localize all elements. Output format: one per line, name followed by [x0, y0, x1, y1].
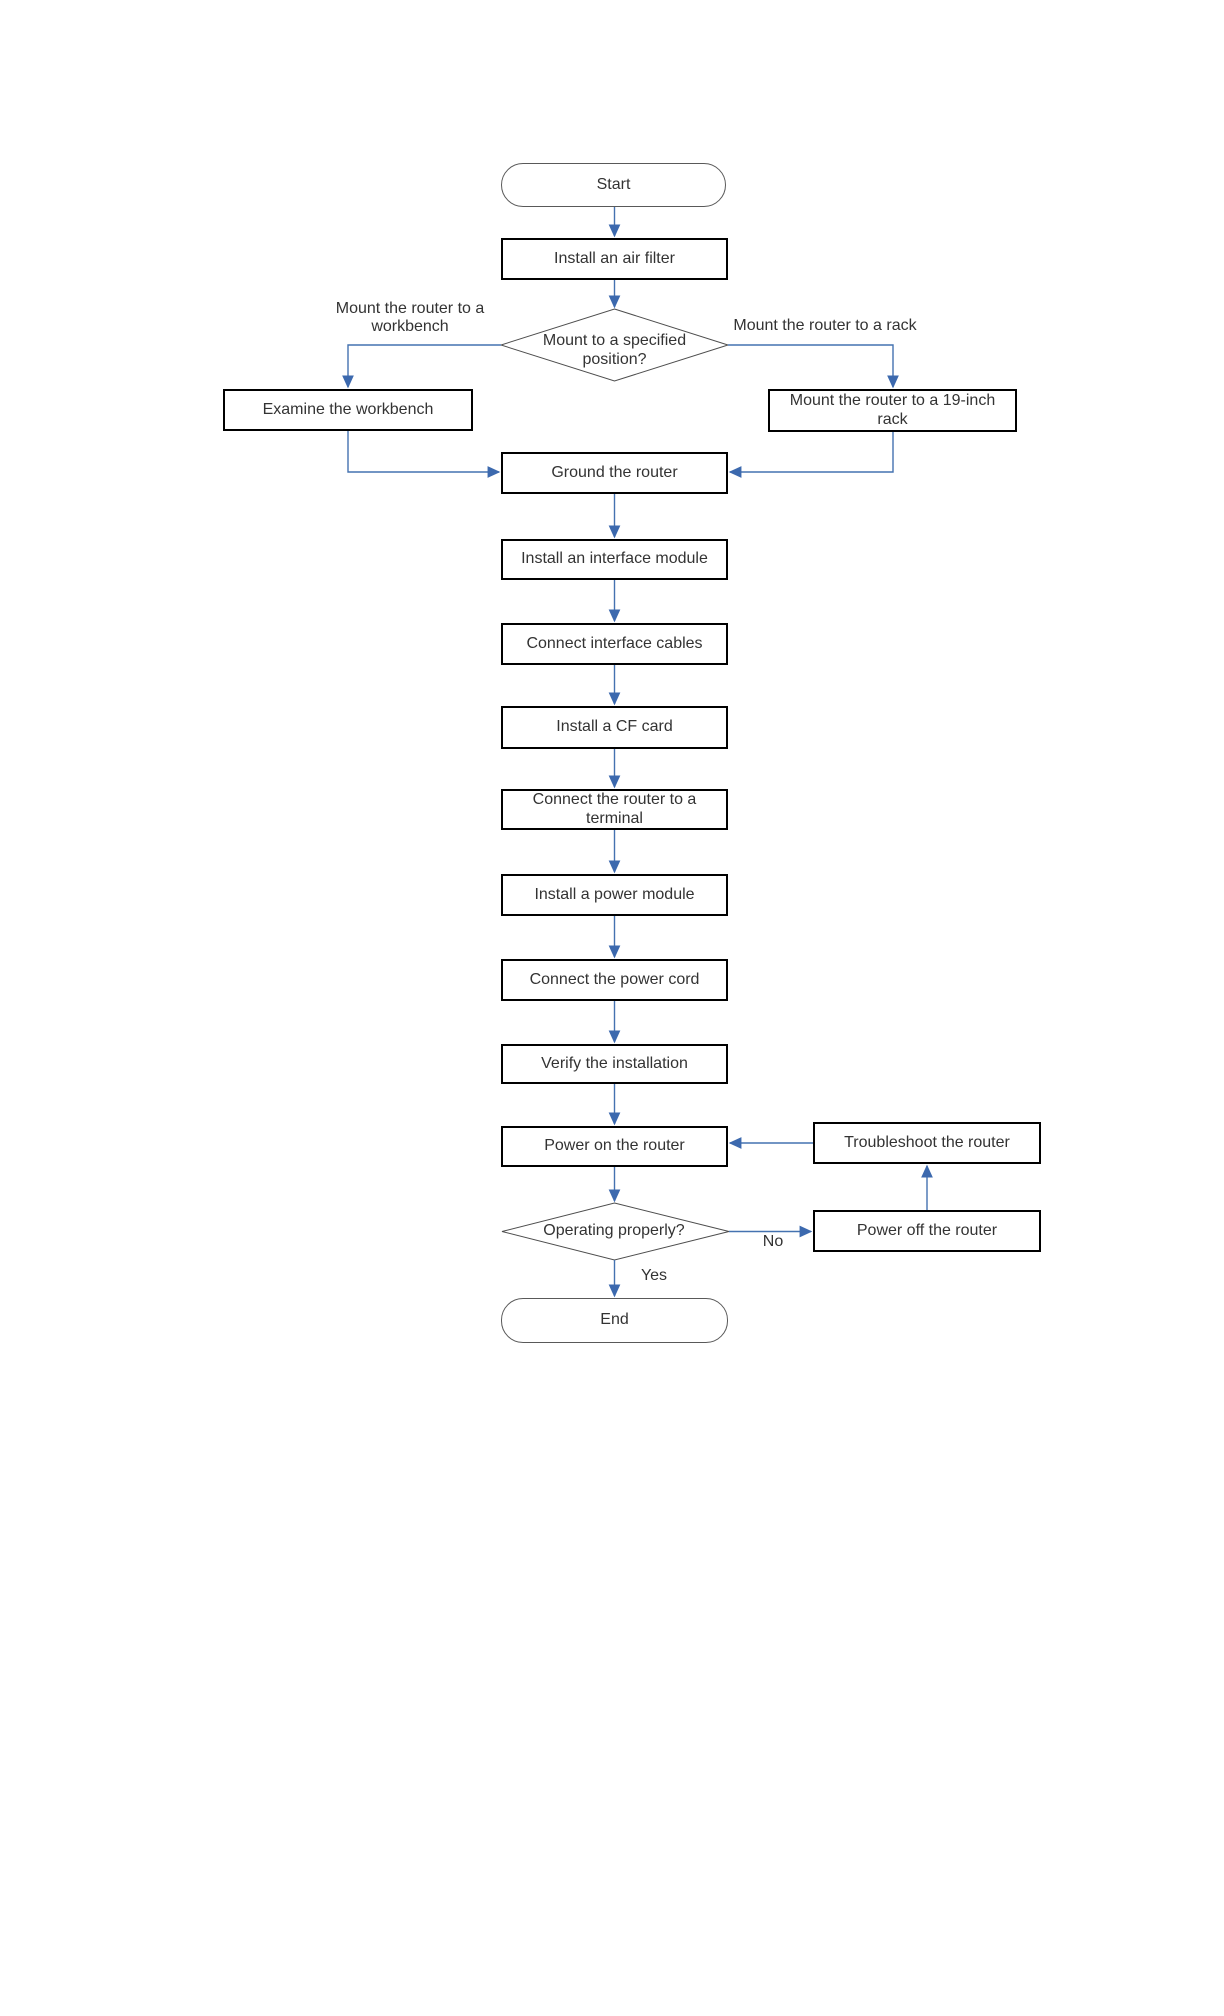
process-connect-router-terminal: Connect the router to a terminal	[501, 789, 728, 830]
process-power-on-router: Power on the router	[501, 1126, 728, 1167]
process-mount-19-inch-rack: Mount the router to a 19-inch rack	[768, 389, 1017, 432]
edge-label-yes: Yes	[640, 1267, 668, 1284]
decision-operating-label: Operating properly?	[543, 1222, 685, 1239]
decision-mount-label: Mount to a specified position?	[542, 332, 687, 368]
process-examine-workbench: Examine the workbench	[223, 389, 473, 431]
process-troubleshoot-router: Troubleshoot the router	[813, 1122, 1041, 1164]
connector-decision-to-19-inch-rack	[728, 344, 899, 389]
process-verify-installation: Verify the installation	[501, 1044, 728, 1084]
edge-label-no: No	[762, 1233, 784, 1250]
connector-layer	[342, 207, 933, 1298]
decision-mount-shape	[499, 308, 730, 382]
process-install-power-module: Install a power module	[501, 874, 728, 916]
process-power-off-router: Power off the router	[813, 1210, 1041, 1252]
connector-decision-to-examine-workbench	[342, 344, 501, 389]
process-install-air-filter: Install an air filter	[501, 238, 728, 280]
terminator-start: Start	[501, 163, 726, 207]
process-connect-interface-cables: Connect interface cables	[501, 623, 728, 665]
edge-label-rack-branch: Mount the router to a rack	[733, 317, 917, 334]
edge-label-workbench-branch: Mount the router to a workbench	[335, 300, 485, 335]
process-install-interface-module: Install an interface module	[501, 539, 728, 580]
connector-examine-workbench-to-ground	[347, 431, 501, 478]
process-ground-router: Ground the router	[501, 452, 728, 494]
terminator-end: End	[501, 1298, 728, 1343]
connector-19-inch-rack-to-ground	[728, 432, 894, 478]
process-install-cf-card: Install a CF card	[501, 706, 728, 749]
process-connect-power-cord: Connect the power cord	[501, 959, 728, 1001]
